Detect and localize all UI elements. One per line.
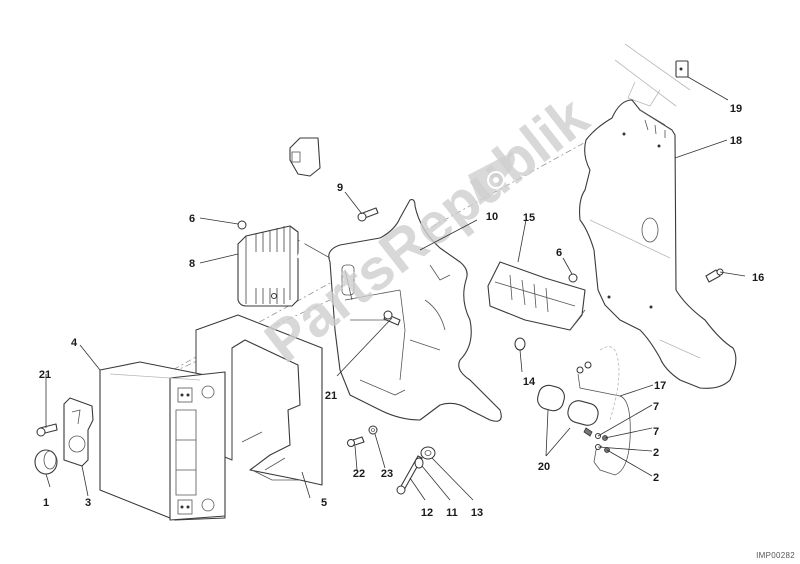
bracket-3-part <box>63 397 94 467</box>
callout-8[interactable]: 8 <box>189 258 195 270</box>
callout-7a[interactable]: 7 <box>653 401 659 413</box>
callout-21b[interactable]: 21 <box>325 390 337 402</box>
callout-20[interactable]: 20 <box>538 461 550 473</box>
screw-21b-part <box>383 310 401 326</box>
callout-13[interactable]: 13 <box>471 507 483 519</box>
frame-ghost-lines <box>614 43 691 107</box>
callout-19[interactable]: 19 <box>730 103 742 115</box>
callout-7b[interactable]: 7 <box>653 426 659 438</box>
callout-22[interactable]: 22 <box>353 468 365 480</box>
leader-lines <box>45 76 746 501</box>
fuse-box-part <box>487 261 586 331</box>
callout-2a[interactable]: 2 <box>653 447 659 459</box>
battery-part <box>99 361 226 521</box>
callout-14[interactable]: 14 <box>523 376 536 388</box>
callout-16[interactable]: 16 <box>752 272 764 284</box>
callout-10[interactable]: 10 <box>486 211 498 223</box>
grommet-13-part <box>420 446 436 460</box>
reference-code: IMP00282 <box>756 551 795 560</box>
callout-9[interactable]: 9 <box>337 182 343 194</box>
callout-3[interactable]: 3 <box>85 497 91 509</box>
callout-23[interactable]: 23 <box>381 468 393 480</box>
callout-2b[interactable]: 2 <box>653 472 659 484</box>
screw-16-part <box>705 268 724 283</box>
callout-21a[interactable]: 21 <box>39 369 51 381</box>
callout-6b[interactable]: 6 <box>556 247 562 259</box>
starter-relay-part <box>537 384 599 437</box>
callout-6a[interactable]: 6 <box>189 213 195 225</box>
callout-18[interactable]: 18 <box>730 135 742 147</box>
screw-9-part <box>357 207 379 222</box>
callout-5[interactable]: 5 <box>321 497 327 509</box>
washer-11-part <box>414 457 424 469</box>
callout-labels: 1 2 2 3 4 5 6 6 7 7 8 9 10 11 12 13 14 1… <box>39 103 764 519</box>
callout-11[interactable]: 11 <box>446 507 458 519</box>
callout-17[interactable]: 17 <box>654 380 666 392</box>
cap-1-part <box>34 449 58 475</box>
clip-nut-part <box>675 60 689 78</box>
battery-support-part <box>328 199 502 422</box>
callout-12[interactable]: 12 <box>421 507 433 519</box>
regulator-cable-part <box>289 137 321 259</box>
spacer-14-part <box>514 337 526 351</box>
nut-6b-part <box>568 273 578 283</box>
washer-23-part <box>368 425 378 435</box>
voltage-regulator-part <box>237 225 331 307</box>
screw-21a-part <box>36 423 58 437</box>
watermark-gear-icon <box>468 152 515 205</box>
nut-6a-part <box>237 220 247 230</box>
callout-1[interactable]: 1 <box>43 497 49 509</box>
screw-22-part <box>347 436 365 447</box>
callout-15[interactable]: 15 <box>523 212 535 224</box>
callout-4[interactable]: 4 <box>71 337 78 349</box>
side-cover-part <box>579 99 737 389</box>
